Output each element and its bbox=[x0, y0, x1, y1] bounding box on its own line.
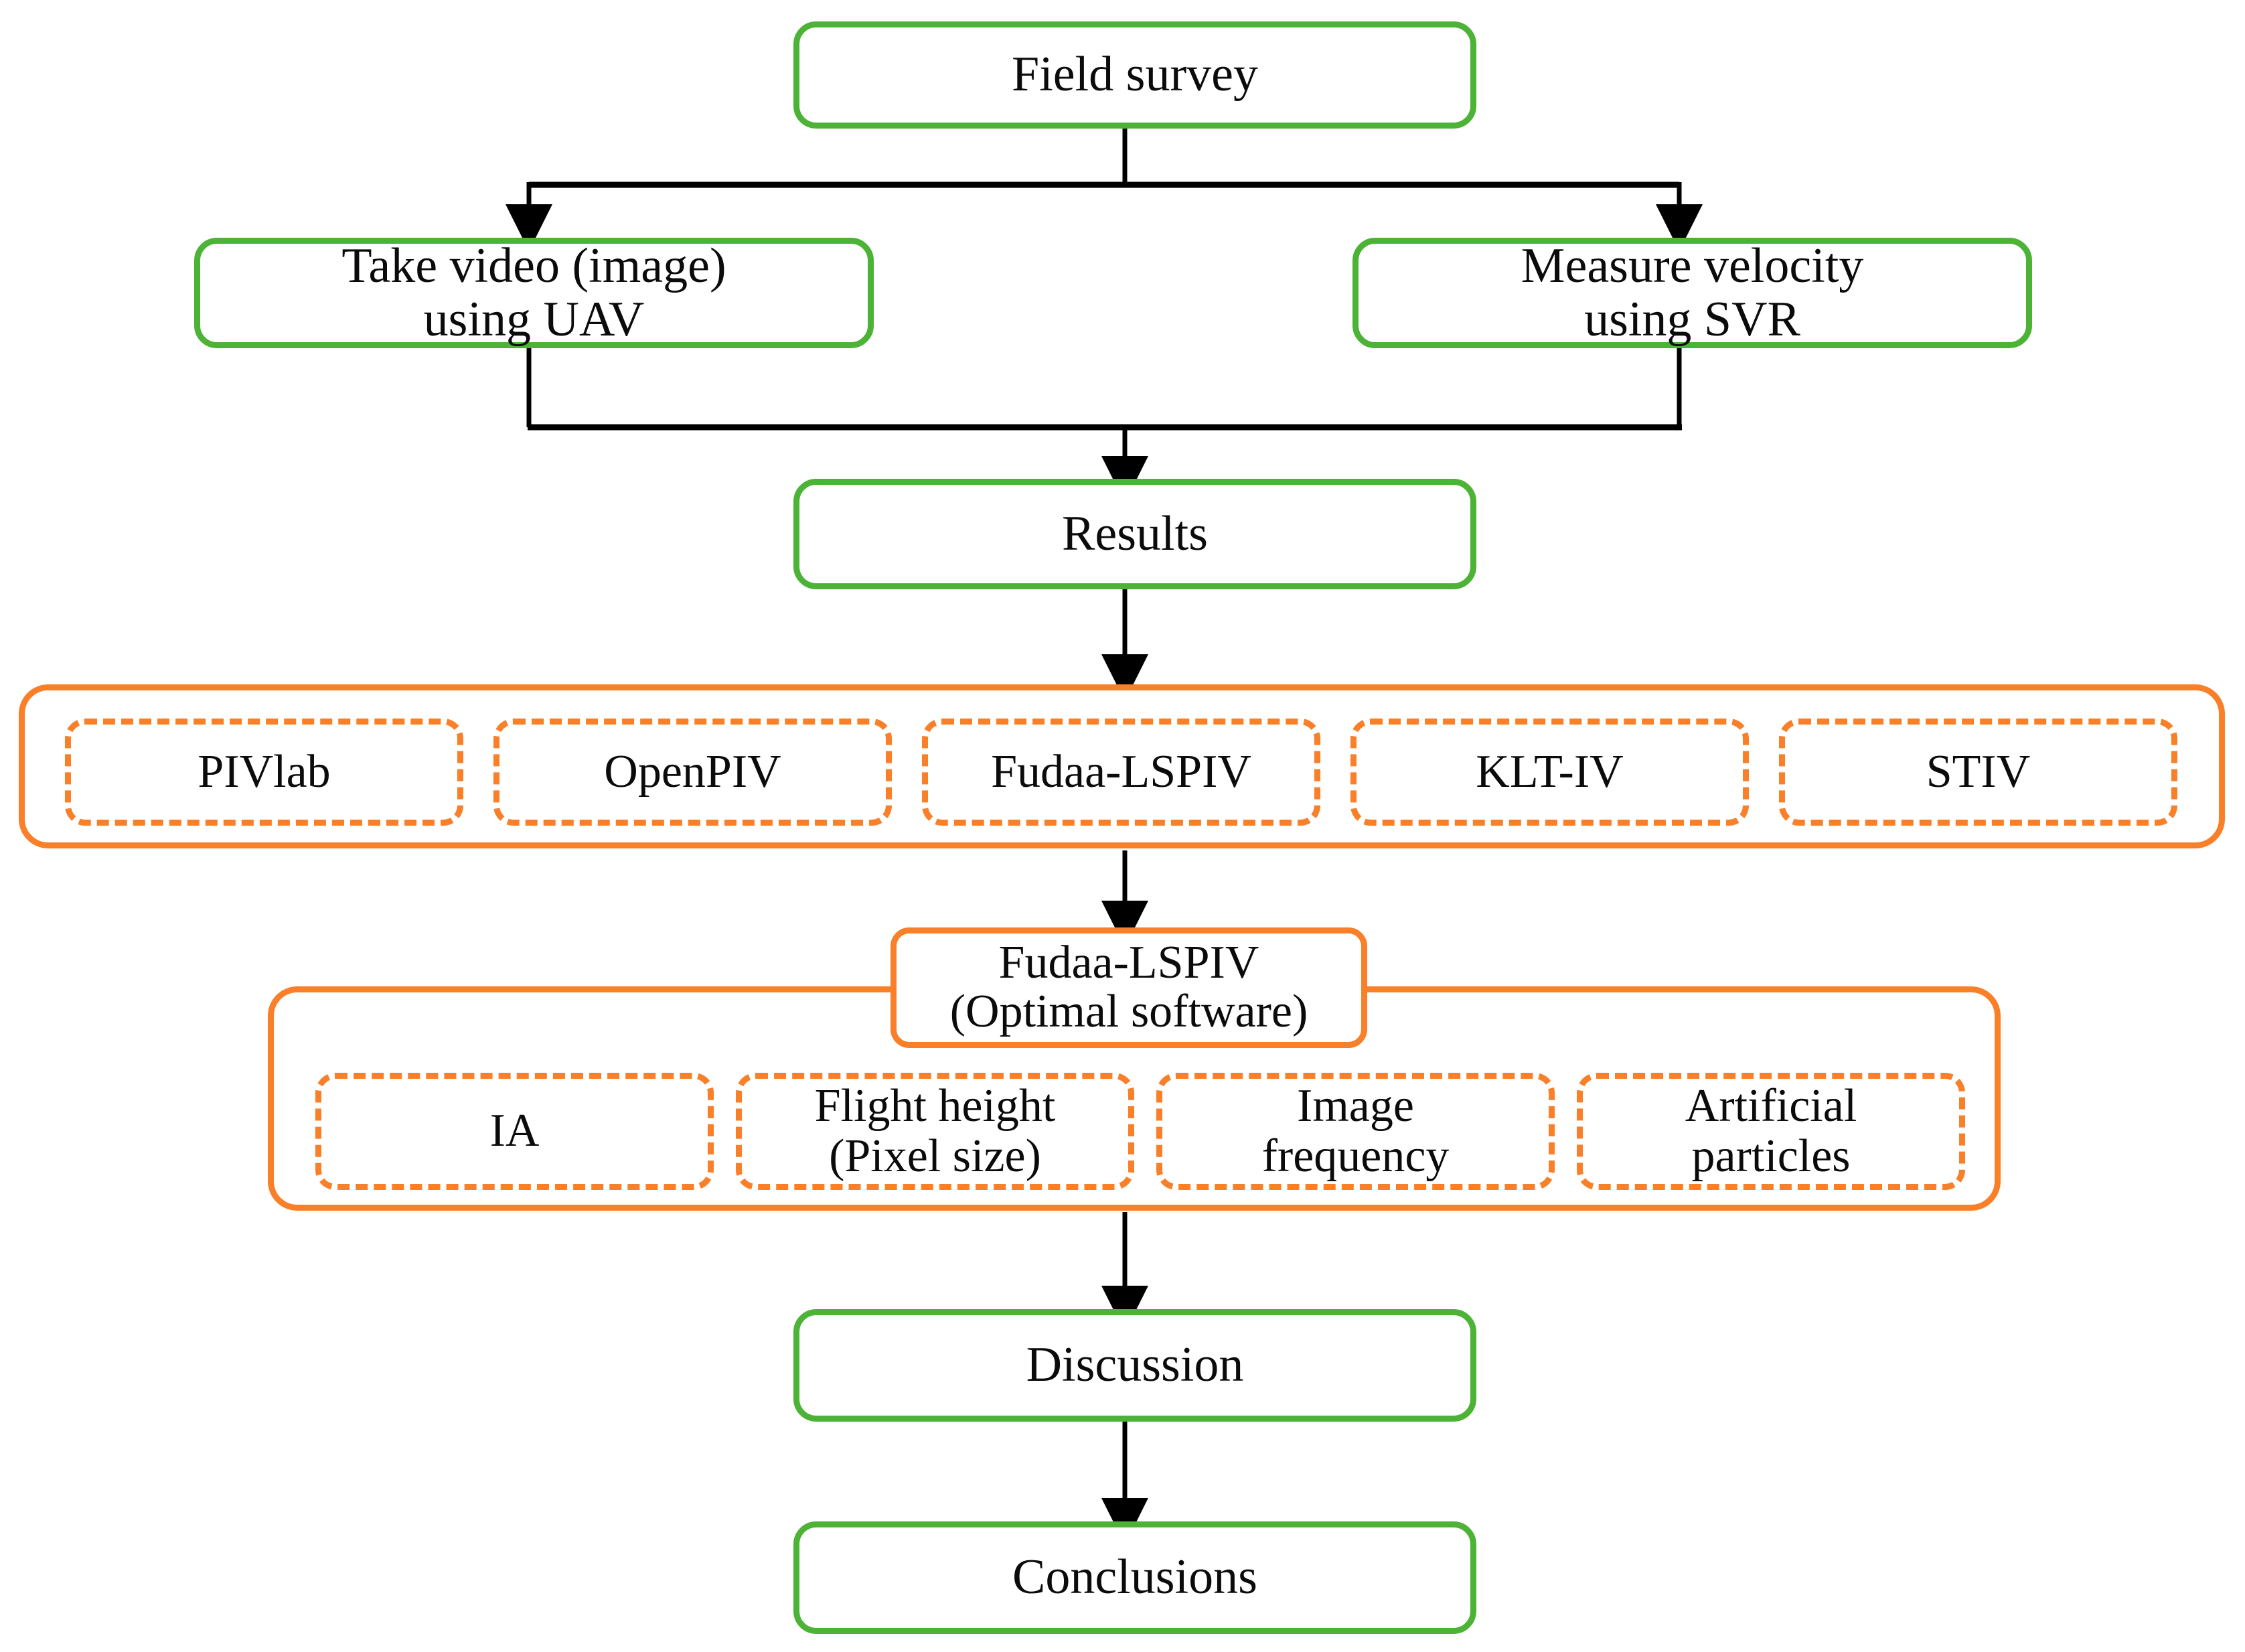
software-options-container: PIVlab OpenPIV Fudaa-LSPIV KLT-IV STIV bbox=[19, 684, 2225, 848]
node-optimal-software[interactable]: Fudaa-LSPIV (Optimal software) bbox=[891, 927, 1367, 1048]
node-conclusions[interactable]: Conclusions bbox=[793, 1521, 1476, 1634]
node-field-survey[interactable]: Field survey bbox=[793, 21, 1476, 129]
software-option-stiv[interactable]: STIV bbox=[1779, 719, 2177, 826]
parameter-option-image-frequency[interactable]: Image frequency bbox=[1156, 1073, 1555, 1190]
parameter-option-artificial-particles[interactable]: Artificial particles bbox=[1577, 1073, 1965, 1190]
node-results[interactable]: Results bbox=[793, 479, 1476, 589]
software-option-openpiv[interactable]: OpenPIV bbox=[493, 719, 892, 826]
node-measure-velocity-svr[interactable]: Measure velocity using SVR bbox=[1352, 238, 2032, 348]
software-option-pivlab[interactable]: PIVlab bbox=[65, 719, 463, 826]
software-option-klt-iv[interactable]: KLT-IV bbox=[1350, 719, 1749, 826]
parameter-option-flight-height[interactable]: Flight height (Pixel size) bbox=[736, 1073, 1134, 1190]
node-discussion[interactable]: Discussion bbox=[793, 1309, 1476, 1422]
software-option-fudaa-lspiv[interactable]: Fudaa-LSPIV bbox=[922, 719, 1320, 826]
node-take-video-uav[interactable]: Take video (image) using UAV bbox=[194, 238, 874, 348]
parameter-option-ia[interactable]: IA bbox=[315, 1073, 714, 1190]
